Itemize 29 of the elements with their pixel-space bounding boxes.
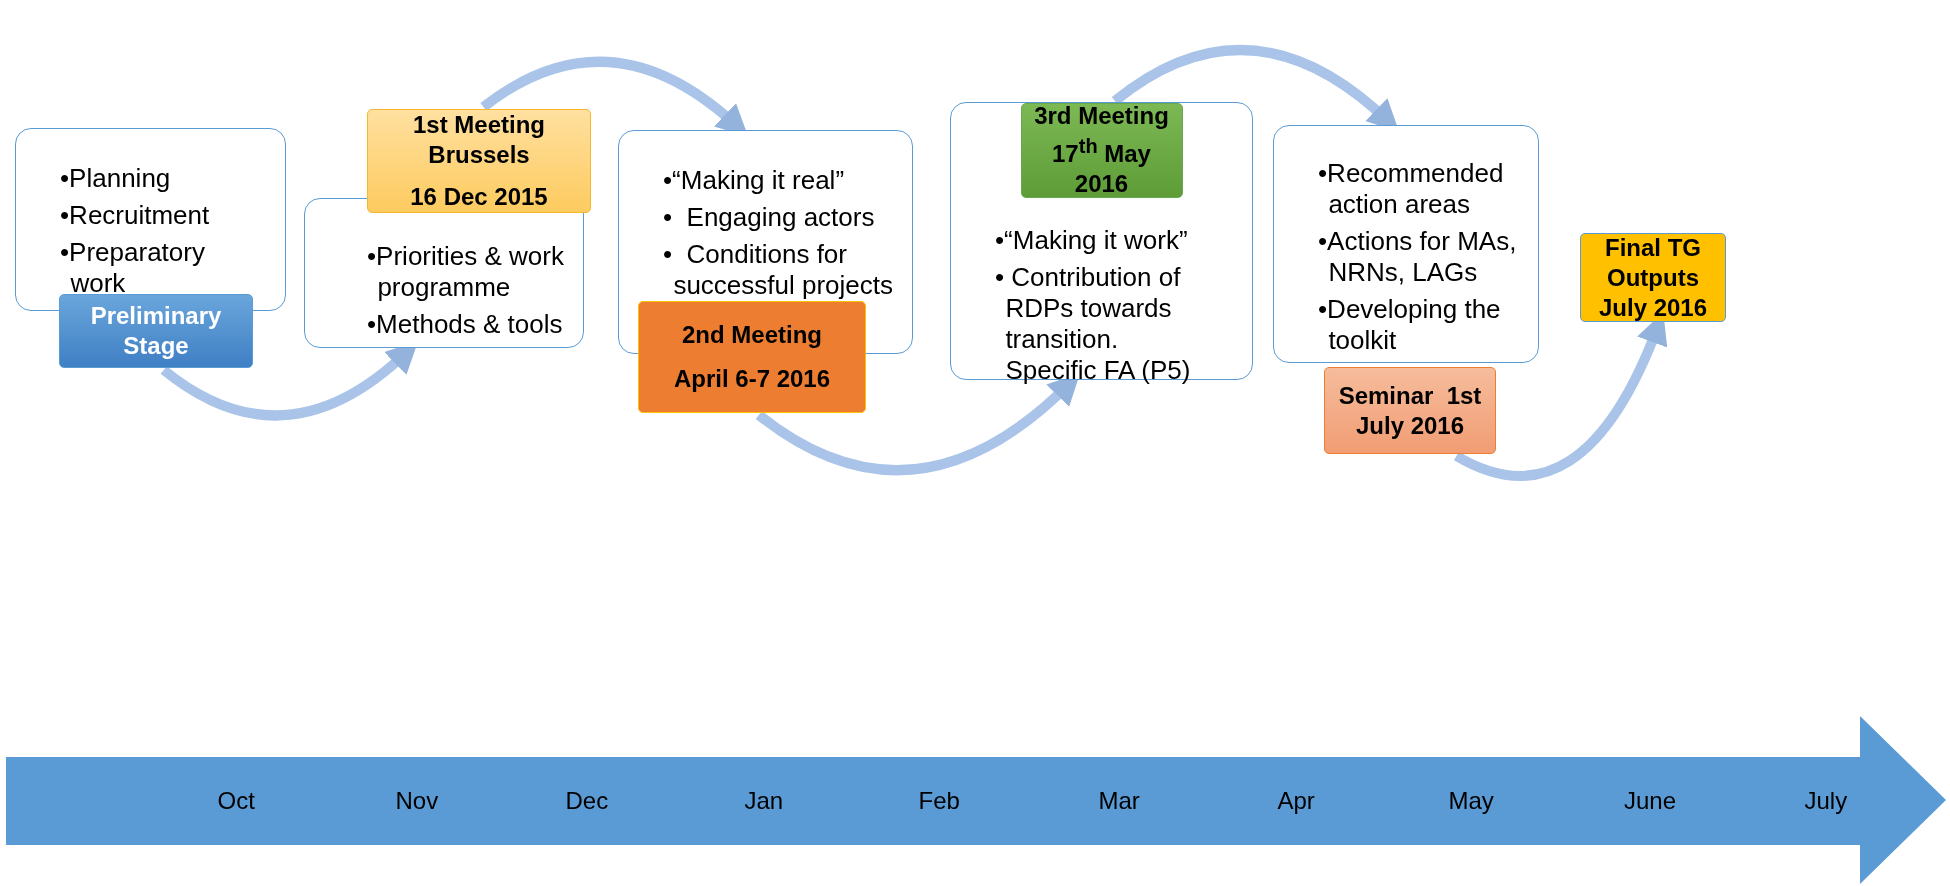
month-label: Dec: [565, 787, 609, 815]
month-label: July: [1804, 787, 1848, 815]
seminar-label: Seminar 1st July 2016: [1324, 367, 1496, 454]
bullet-point: • Contribution of RDPs towards transition. Specific FA (P5): [995, 262, 1192, 386]
bullet-point: •Planning: [60, 163, 172, 194]
bullet-point: •“Making it work”: [995, 225, 1189, 256]
content-box: [1273, 125, 1539, 363]
bullet-point: •Developing the toolkit: [1318, 294, 1502, 356]
bullet-point: •Recruitment: [60, 200, 211, 231]
meeting-label: 1st Meeting Brussels 16 Dec 2015: [367, 109, 591, 213]
month-label: Apr: [1277, 787, 1315, 815]
stage-label: Preliminary Stage: [59, 294, 253, 368]
month-label: Oct: [217, 787, 255, 815]
month-label: Feb: [918, 787, 960, 815]
month-label: Mar: [1098, 787, 1140, 815]
outputs-label: Final TG Outputs July 2016: [1580, 233, 1726, 322]
bullet-point: • Engaging actors: [663, 202, 876, 233]
bullet-point: •Priorities & work programme: [367, 241, 565, 303]
bullet-point: •“Making it real”: [663, 165, 846, 196]
bullet-point: • Conditions for successful projects: [663, 239, 895, 301]
bullet-point: •Recommended action areas: [1318, 158, 1505, 220]
month-label: Jan: [744, 787, 784, 815]
bullet-point: •Actions for MAs, NRNs, LAGs: [1318, 226, 1518, 288]
month-label: May: [1448, 787, 1494, 815]
month-label: June: [1624, 787, 1677, 815]
meeting-label: 3rd Meeting 17$^{th}$ May 2016: [1020, 102, 1183, 198]
month-label: Nov: [395, 787, 439, 815]
meeting-label: 2nd Meeting April 6-7 2016: [638, 301, 866, 413]
bullet-point: •Methods & tools: [367, 309, 564, 340]
